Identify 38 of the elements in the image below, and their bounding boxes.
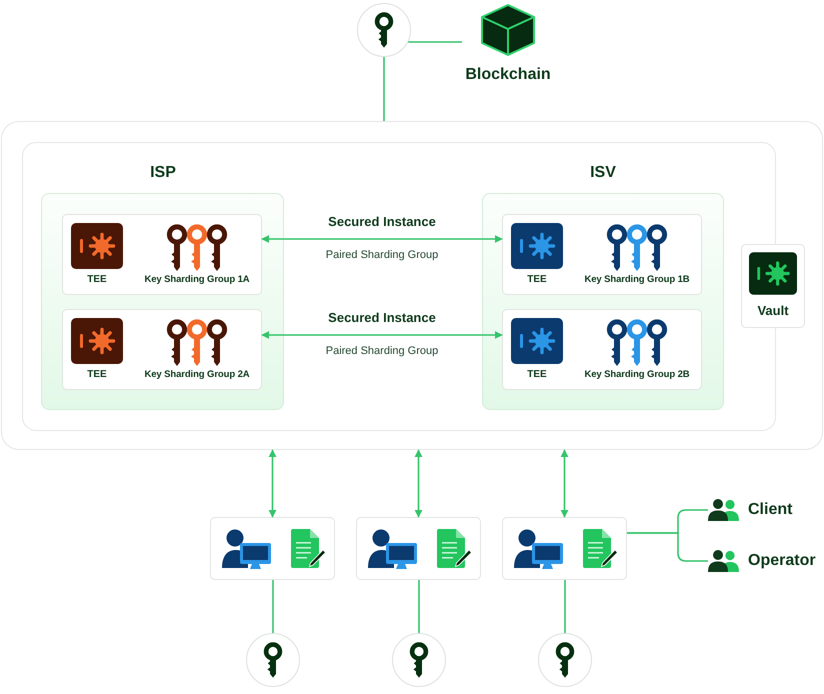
double-arrow xyxy=(261,235,503,243)
icon-caption: Key Sharding Group 2A xyxy=(144,369,250,380)
connector-line xyxy=(627,532,708,562)
double-arrow xyxy=(261,331,503,339)
user-card xyxy=(502,517,627,580)
circle-node xyxy=(538,633,592,687)
instance-card xyxy=(62,309,262,390)
outer-frame xyxy=(1,121,823,450)
connector-line xyxy=(564,580,566,633)
node-label: Operator xyxy=(748,551,816,570)
user-card xyxy=(210,517,335,580)
node-label: Blockchain xyxy=(465,65,551,84)
instance-card xyxy=(62,214,262,295)
instance-card xyxy=(502,309,702,390)
circle-node xyxy=(246,633,300,687)
group-title: ISP xyxy=(150,163,176,182)
connector-line xyxy=(272,580,274,633)
circle-node xyxy=(392,633,446,687)
circle-node xyxy=(357,3,411,57)
connector-line xyxy=(383,57,385,121)
icon-caption: TEE xyxy=(87,274,107,286)
user-card xyxy=(356,517,481,580)
icon-caption: Key Sharding Group 1A xyxy=(144,274,250,286)
icon-caption: TEE xyxy=(527,369,547,381)
instance-card xyxy=(502,214,702,295)
connector-line xyxy=(418,580,420,633)
icon-caption: Key Sharding Group 2B xyxy=(584,369,690,380)
double-arrow xyxy=(560,449,568,518)
vault-card xyxy=(741,244,805,328)
icon-caption: TEE xyxy=(87,369,107,381)
node-label: Vault xyxy=(757,303,789,319)
connector-line xyxy=(408,41,462,43)
group-title: ISV xyxy=(590,163,616,182)
icon-caption: TEE xyxy=(527,274,547,286)
icon-caption: Key Sharding Group 1B xyxy=(584,274,690,286)
node-label: Client xyxy=(748,500,792,520)
double-arrow xyxy=(414,449,422,518)
double-arrow xyxy=(268,449,276,518)
